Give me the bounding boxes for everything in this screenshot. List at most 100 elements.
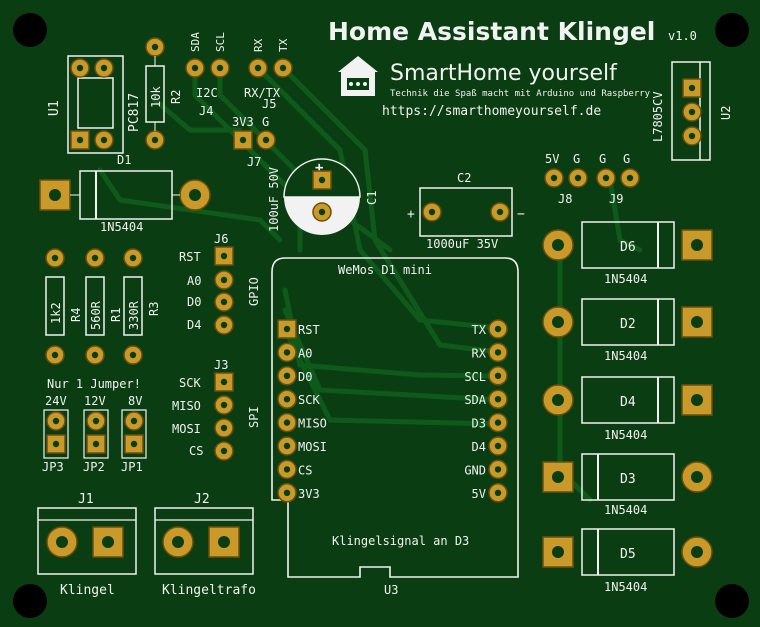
- wemos-left-pin-label: SCK: [298, 393, 320, 407]
- d5-ref: D5: [620, 547, 636, 562]
- j5-ref: J5: [262, 97, 276, 111]
- wemos-right-pad: [488, 319, 508, 339]
- u3-note: Klingelsignal an D3: [332, 534, 469, 548]
- d4-ref: D4: [620, 395, 636, 410]
- wemos-left-pin-label: D0: [298, 370, 312, 384]
- logo-tagline: Technik die Spaß macht mit Arduino und R…: [390, 89, 651, 99]
- j4-scl: SCL: [214, 32, 227, 52]
- j8-5v: 5V: [545, 152, 559, 166]
- wemos-right-pin-label: SDA: [464, 393, 486, 407]
- j4-sda: SDA: [189, 32, 202, 52]
- d5-value: 1N5404: [604, 580, 647, 594]
- j5-rx: RX: [252, 38, 265, 52]
- board-title: Home Assistant Klingel: [328, 17, 655, 46]
- r4-ref: R4: [69, 308, 83, 322]
- r1-ref: R1: [109, 308, 123, 322]
- wemos-left-pin-label: MOSI: [298, 440, 327, 454]
- wemos-right-pin-label: GND: [464, 463, 486, 477]
- diode-d5: D5 1N5404: [542, 528, 713, 594]
- wemos-left-pad: [277, 342, 297, 363]
- j6-ref: J6: [214, 232, 228, 246]
- wemos-left-pad: [277, 436, 297, 456]
- j6-pin-4: D4: [187, 318, 201, 332]
- r3-value: 330R: [127, 300, 141, 330]
- j3-pin-4: CS: [189, 444, 203, 458]
- j7-g: G: [262, 115, 269, 129]
- wemos-right-pad: [488, 436, 508, 456]
- wemos-left-pad: [277, 412, 297, 433]
- d1-ref: D1: [117, 153, 131, 167]
- d2-value: 1N5404: [604, 349, 647, 363]
- wemos-right-pin-label: D4: [472, 440, 486, 454]
- j9-g2: G: [623, 152, 630, 166]
- d6-value: 1N5404: [604, 272, 647, 286]
- wemos-left-pad: [277, 483, 297, 503]
- u2-ref: U2: [719, 106, 733, 120]
- wemos-right-pin-label: TX: [472, 323, 487, 337]
- j6-pin-1: RST: [179, 250, 201, 264]
- wemos-right-pad: [488, 459, 508, 480]
- diode-d3: D3 1N5404: [542, 453, 713, 517]
- j2-label: Klingeltrafo: [162, 583, 256, 598]
- wemos-left-pin-label: CS: [298, 463, 312, 477]
- j3-pin-1: SCK: [179, 376, 201, 390]
- wemos-left-pad: [277, 366, 297, 386]
- wemos-right-pad: [488, 342, 508, 363]
- j8-g: G: [573, 152, 580, 166]
- j5-tx: TX: [277, 38, 290, 52]
- j6-pin-3: D0: [187, 295, 201, 309]
- j4-label: I2C: [196, 86, 218, 100]
- j1-ref: J1: [78, 492, 94, 507]
- d3-value: 1N5404: [604, 503, 647, 517]
- j4-ref: J4: [199, 104, 213, 118]
- r2-ref: R2: [169, 90, 183, 104]
- u1-value: PC817: [127, 93, 142, 132]
- jp3-voltage: 24V: [45, 394, 67, 408]
- j7-ref: J7: [247, 155, 261, 169]
- logo-brand: SmartHome yourself: [390, 61, 618, 86]
- c1-plus: +: [315, 160, 323, 176]
- wemos-left-pin-label: MISO: [298, 417, 327, 431]
- jp3-ref: JP3: [42, 460, 64, 474]
- wemos-right-pad: [488, 483, 508, 503]
- wemos-left-pad: [277, 319, 297, 339]
- d1-value: 1N5404: [100, 220, 143, 234]
- r3-ref: R3: [147, 302, 161, 316]
- j9-ref: J9: [609, 192, 623, 206]
- j2-ref: J2: [194, 492, 210, 507]
- c2-minus: −: [517, 207, 525, 222]
- house-logo-icon: [338, 56, 378, 96]
- diode-d6: D6 1N5404: [542, 221, 713, 286]
- wemos-right-pad: [488, 389, 508, 409]
- wemos-right-pin-label: 5V: [472, 487, 486, 501]
- wemos-right-pin-label: RX: [472, 346, 487, 360]
- j3-spi: SPI: [247, 406, 261, 428]
- wemos-right-pin-label: D3: [472, 417, 486, 431]
- jp1-ref: JP1: [121, 460, 143, 474]
- wemos-left-pad: [277, 389, 297, 409]
- jp2-ref: JP2: [83, 460, 105, 474]
- r2-value: 10k: [149, 86, 163, 108]
- j3-pin-2: MISO: [172, 399, 201, 413]
- c1-ref: C1: [365, 191, 379, 205]
- jp1-voltage: 8V: [128, 394, 142, 408]
- j3-ref: J3: [214, 358, 228, 372]
- d4-value: 1N5404: [604, 428, 647, 442]
- j8-ref: J8: [558, 192, 572, 206]
- logo-url: https://smarthomeyourself.de: [382, 104, 601, 119]
- u3-value: WeMos D1 mini: [338, 263, 432, 277]
- wemos-right-pad: [488, 412, 508, 433]
- c1-value: 100uF 50V: [267, 167, 281, 232]
- wemos-left-pin-label: 3V3: [298, 487, 320, 501]
- d2-ref: D2: [620, 317, 636, 332]
- j3-pin-3: MOSI: [172, 422, 201, 436]
- u2-value: L7805CV: [651, 91, 665, 142]
- j5-label: RX/TX: [244, 86, 281, 100]
- u1-ref: U1: [47, 100, 62, 116]
- version-label: v1.0: [668, 29, 697, 43]
- u3-ref: U3: [384, 583, 398, 597]
- d3-ref: D3: [620, 472, 636, 487]
